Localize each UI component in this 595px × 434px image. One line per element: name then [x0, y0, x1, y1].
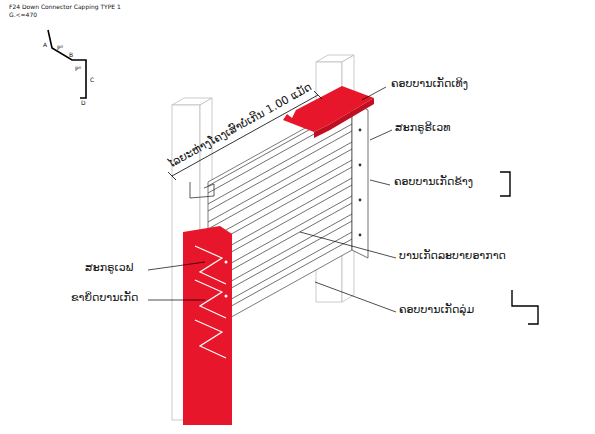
side-cap — [352, 102, 368, 258]
bottom-cap-symbol — [512, 290, 538, 324]
point-label: B — [68, 52, 74, 59]
top-channel — [190, 182, 214, 198]
point-label: A — [42, 42, 48, 49]
drawing-title: F24 Down Connector Capping TYPE 1 — [8, 4, 122, 11]
left-cap — [183, 226, 232, 425]
point-label: C — [89, 77, 95, 84]
part-label: ບານເກັດລະບາຍອາກາດ — [398, 250, 507, 263]
part-label: ຂາຍຶດບານເກັດ — [70, 292, 139, 305]
part-label: ຄອບບານເກັດຂ້າງ — [393, 176, 474, 189]
dimension-line — [168, 91, 322, 180]
part-label: ສະກຣູເວຟ — [84, 262, 134, 275]
side-cap-symbol — [500, 172, 510, 196]
angle-label: P° — [74, 66, 83, 73]
part-label: ຄອບບານເກັດລຸ່ມ — [398, 304, 475, 317]
drawing-note: G.<=470 — [8, 12, 38, 19]
point-label: D — [80, 100, 87, 107]
part-label: ຄອບບານເກັດເທິງ — [390, 78, 469, 91]
rivets — [359, 129, 362, 237]
part-label: ສະກຣູຣີເວທ — [394, 122, 451, 135]
angle-label: P° — [56, 45, 65, 52]
capping-profile — [48, 30, 86, 98]
leader-lines — [148, 87, 396, 312]
